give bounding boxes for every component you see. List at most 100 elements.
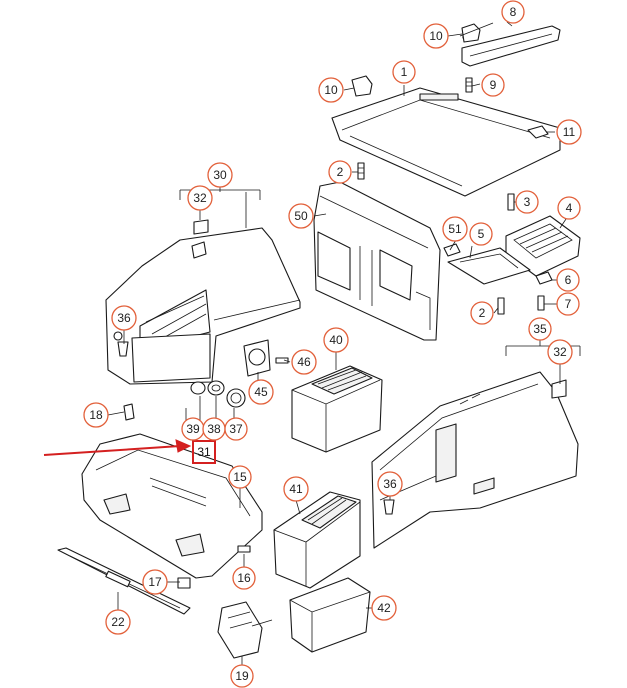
- part-35-right-side-trim: [371, 371, 579, 549]
- part-46-screw: [275, 357, 289, 364]
- part-22-sill-plate: [57, 547, 191, 615]
- callout-15[interactable]: 15: [228, 465, 252, 489]
- callout-51[interactable]: 51: [442, 216, 468, 242]
- callout-6[interactable]: 6: [556, 268, 580, 292]
- part-38-cap: [207, 380, 225, 396]
- svg-text:39: 39: [186, 422, 200, 436]
- callout-42[interactable]: 42: [371, 595, 397, 621]
- callout-10-top[interactable]: 10: [423, 23, 449, 49]
- highlighted-part-31-label: 31: [197, 445, 211, 459]
- callout-11[interactable]: 11: [556, 119, 582, 145]
- svg-text:6: 6: [565, 273, 572, 287]
- part-7-screw: [537, 295, 545, 311]
- callout-10-mid[interactable]: 10: [318, 77, 344, 103]
- svg-text:36: 36: [383, 477, 397, 491]
- svg-text:7: 7: [565, 297, 572, 311]
- part-2-screw-a: [357, 162, 365, 180]
- svg-text:50: 50: [294, 209, 308, 223]
- callout-40[interactable]: 40: [323, 327, 349, 353]
- part-36-clip-left: [117, 341, 129, 357]
- part-40-box: [291, 365, 383, 453]
- callout-4[interactable]: 4: [557, 196, 581, 220]
- part-39-cap: [190, 381, 206, 395]
- svg-text:10: 10: [429, 29, 443, 43]
- callout-22[interactable]: 22: [105, 609, 131, 635]
- svg-text:36: 36: [117, 311, 131, 325]
- callout-16[interactable]: 16: [232, 566, 256, 590]
- callout-9[interactable]: 9: [481, 73, 505, 97]
- svg-text:5: 5: [478, 227, 485, 241]
- svg-text:19: 19: [235, 669, 249, 683]
- svg-text:4: 4: [566, 201, 573, 215]
- svg-text:11: 11: [563, 125, 576, 139]
- svg-text:22: 22: [111, 615, 125, 629]
- svg-text:8: 8: [510, 5, 517, 19]
- callout-7[interactable]: 7: [556, 292, 580, 316]
- svg-text:10: 10: [324, 83, 338, 97]
- callout-35[interactable]: 35: [528, 317, 552, 341]
- callout-2-top[interactable]: 2: [328, 160, 352, 184]
- callout-45[interactable]: 45: [248, 379, 274, 405]
- part-50-rear-panel: [313, 181, 441, 341]
- svg-text:46: 46: [297, 355, 311, 369]
- svg-text:17: 17: [148, 575, 162, 589]
- part-5-bracket: [447, 247, 531, 285]
- callout-37[interactable]: 37: [224, 417, 248, 441]
- svg-text:40: 40: [329, 333, 343, 347]
- callout-1[interactable]: 1: [392, 60, 416, 84]
- part-18-clip: [123, 403, 135, 421]
- callout-39[interactable]: 39: [181, 417, 205, 441]
- svg-text:16: 16: [237, 571, 251, 585]
- svg-text:18: 18: [89, 408, 103, 422]
- part-37-cap: [226, 388, 246, 408]
- callout-18[interactable]: 18: [83, 402, 109, 428]
- callout-32-right[interactable]: 32: [547, 339, 573, 365]
- svg-text:45: 45: [254, 385, 268, 399]
- callout-50[interactable]: 50: [288, 203, 314, 229]
- part-30-left-side-trim: [105, 227, 301, 385]
- part-1-parcel-shelf: [331, 75, 561, 197]
- svg-text:38: 38: [207, 422, 221, 436]
- svg-text:3: 3: [524, 195, 531, 209]
- svg-text:15: 15: [233, 470, 247, 484]
- part-32-clip-left: [193, 219, 209, 235]
- callout-5[interactable]: 5: [469, 222, 493, 246]
- highlighted-part-31[interactable]: 31: [192, 440, 216, 464]
- part-45-socket: [243, 339, 271, 377]
- callout-3[interactable]: 3: [515, 190, 539, 214]
- part-17-clip: [177, 577, 191, 589]
- svg-text:32: 32: [193, 191, 207, 205]
- part-41-storage-box: [273, 491, 361, 589]
- part-19-latch: [217, 601, 273, 659]
- svg-text:42: 42: [377, 601, 391, 615]
- part-3-screw: [507, 193, 515, 211]
- part-9-screw: [465, 77, 473, 93]
- part-32-clip-right: [551, 379, 567, 399]
- callout-17[interactable]: 17: [142, 569, 168, 595]
- callout-2-mid[interactable]: 2: [470, 301, 494, 325]
- callout-46[interactable]: 46: [291, 349, 317, 375]
- leader-lines: [107, 21, 581, 666]
- callout-36-right[interactable]: 36: [377, 471, 403, 497]
- part-4-tray: [505, 215, 581, 277]
- svg-text:2: 2: [337, 165, 344, 179]
- svg-text:32: 32: [553, 345, 567, 359]
- callout-36-left[interactable]: 36: [111, 305, 137, 331]
- callout-8[interactable]: 8: [501, 0, 525, 24]
- part-10-clip-top: [461, 23, 481, 43]
- callout-38[interactable]: 38: [202, 417, 226, 441]
- svg-text:37: 37: [229, 422, 243, 436]
- callout-30[interactable]: 30: [207, 162, 233, 188]
- part-42-bin: [289, 577, 371, 653]
- svg-text:1: 1: [401, 65, 408, 79]
- svg-text:30: 30: [213, 168, 227, 182]
- callout-41[interactable]: 41: [283, 476, 309, 502]
- callout-19[interactable]: 19: [230, 664, 254, 688]
- callout-32-left[interactable]: 32: [187, 185, 213, 211]
- part-51-clip: [443, 243, 461, 257]
- svg-text:41: 41: [289, 482, 303, 496]
- svg-text:2: 2: [479, 306, 486, 320]
- svg-text:51: 51: [448, 222, 462, 236]
